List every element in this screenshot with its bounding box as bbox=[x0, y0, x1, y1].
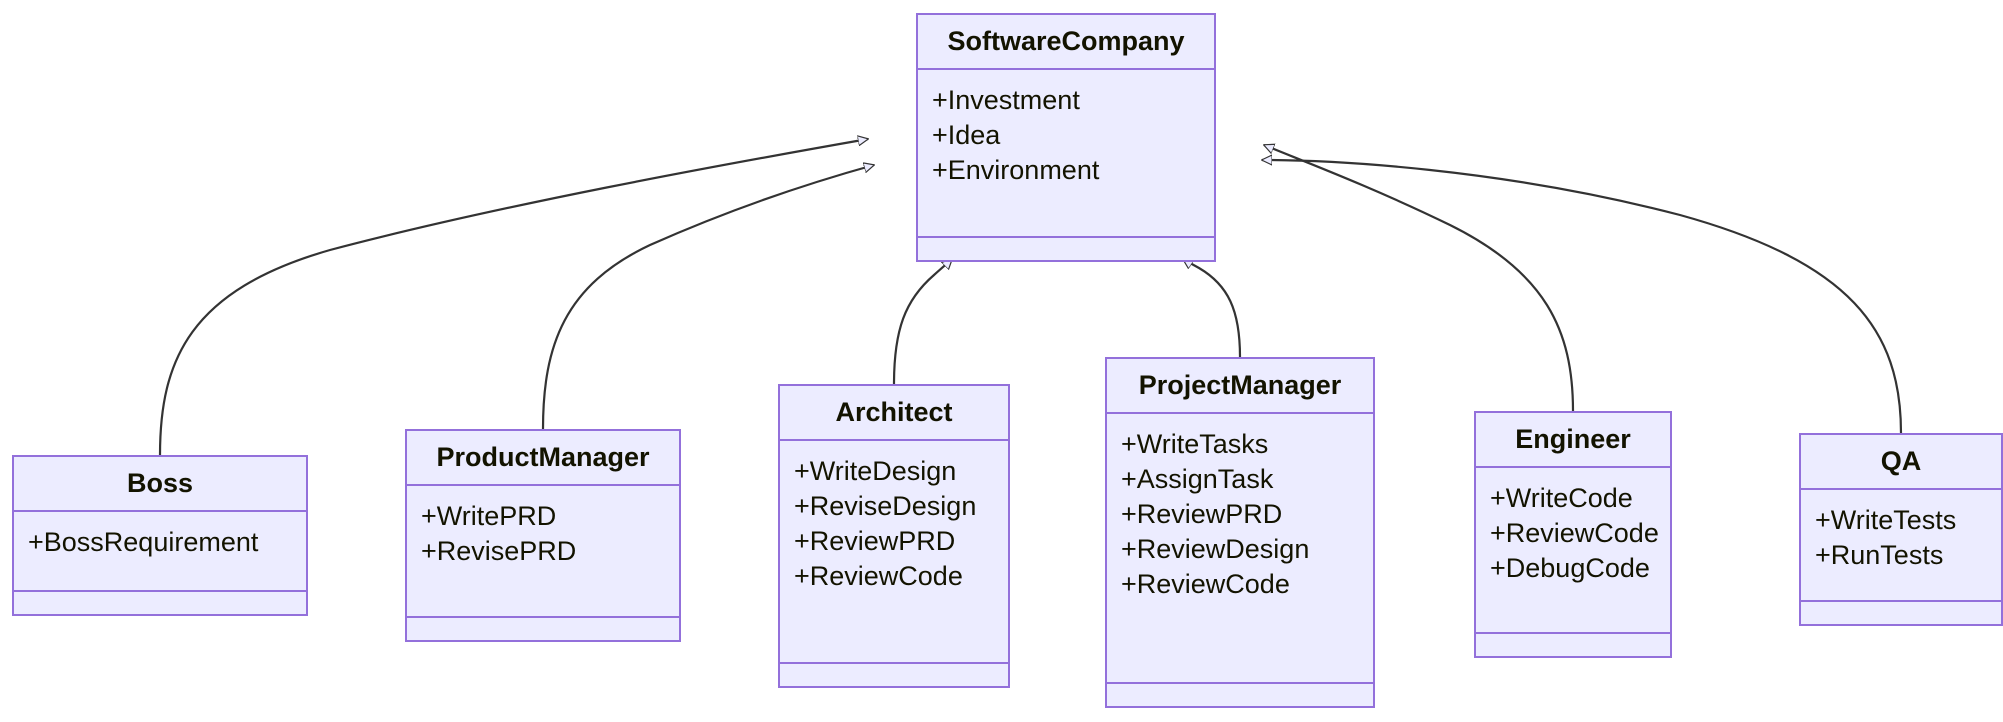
attribute-row: +AssignTask bbox=[1121, 464, 1274, 495]
attribute-row: +Idea bbox=[932, 120, 1001, 151]
attribute-row: +BossRequirement bbox=[28, 527, 259, 557]
attribute-row: +Investment bbox=[932, 85, 1080, 115]
class-title: ProjectManager bbox=[1107, 359, 1373, 414]
class-methods bbox=[1107, 684, 1373, 706]
class-title: Architect bbox=[780, 386, 1008, 441]
attribute-row: +RunTests bbox=[1815, 540, 1944, 571]
class-methods bbox=[1476, 634, 1670, 656]
class-title: QA bbox=[1801, 435, 2001, 490]
class-node-productmanager[interactable]: ProductManager +WritePRD +RevisePRD bbox=[405, 429, 681, 642]
attribute-row: +Environment bbox=[932, 155, 1100, 186]
class-node-boss[interactable]: Boss +BossRequirement bbox=[12, 455, 308, 616]
class-title: Boss bbox=[14, 457, 306, 512]
class-attributes: +Investment +Idea +Environment bbox=[918, 70, 1214, 238]
class-methods bbox=[407, 618, 679, 640]
class-node-projectmanager[interactable]: ProjectManager +WriteTasks +AssignTask +… bbox=[1105, 357, 1375, 708]
class-node-softwarecompany[interactable]: SoftwareCompany +Investment +Idea +Envir… bbox=[916, 13, 1216, 262]
attribute-row: +ReviewCode bbox=[1121, 569, 1290, 600]
class-attributes: +WritePRD +RevisePRD bbox=[407, 486, 679, 618]
class-methods bbox=[14, 592, 306, 614]
attribute-row: +WritePRD bbox=[421, 501, 557, 531]
attribute-row: +ReviewCode bbox=[794, 561, 963, 592]
class-node-architect[interactable]: Architect +WriteDesign +ReviseDesign +Re… bbox=[778, 384, 1010, 688]
class-node-engineer[interactable]: Engineer +WriteCode +ReviewCode +DebugCo… bbox=[1474, 411, 1672, 658]
attribute-row: +RevisePRD bbox=[421, 536, 577, 567]
edge-boss-to-softwarecompany bbox=[158, 139, 868, 456]
attribute-row: +WriteTasks bbox=[1121, 429, 1269, 459]
attribute-row: +WriteDesign bbox=[794, 456, 957, 486]
attribute-row: +ReviewPRD bbox=[1121, 499, 1283, 530]
attribute-row: +ReviewCode bbox=[1490, 518, 1659, 549]
attribute-row: +WriteCode bbox=[1490, 483, 1633, 513]
attribute-row: +ReviseDesign bbox=[794, 491, 977, 522]
class-attributes: +BossRequirement bbox=[14, 512, 306, 592]
class-methods bbox=[780, 664, 1008, 686]
attribute-row: +ReviewPRD bbox=[794, 526, 956, 557]
edge-architect-to-softwarecompany bbox=[892, 259, 952, 385]
class-attributes: +WriteTasks +AssignTask +ReviewPRD +Revi… bbox=[1107, 414, 1373, 684]
edge-projectmanager-to-softwarecompany bbox=[1183, 259, 1242, 358]
class-title: SoftwareCompany bbox=[918, 15, 1214, 70]
attribute-row: +DebugCode bbox=[1490, 553, 1650, 584]
class-methods bbox=[1801, 602, 2001, 624]
class-attributes: +WriteTests +RunTests bbox=[1801, 490, 2001, 602]
class-title: ProductManager bbox=[407, 431, 679, 486]
class-methods bbox=[918, 238, 1214, 260]
class-attributes: +WriteDesign +ReviseDesign +ReviewPRD +R… bbox=[780, 441, 1008, 664]
class-attributes: +WriteCode +ReviewCode +DebugCode bbox=[1476, 468, 1670, 634]
class-title: Engineer bbox=[1476, 413, 1670, 468]
attribute-row: +WriteTests bbox=[1815, 505, 1957, 535]
class-node-qa[interactable]: QA +WriteTests +RunTests bbox=[1799, 433, 2003, 626]
attribute-row: +ReviewDesign bbox=[1121, 534, 1310, 565]
